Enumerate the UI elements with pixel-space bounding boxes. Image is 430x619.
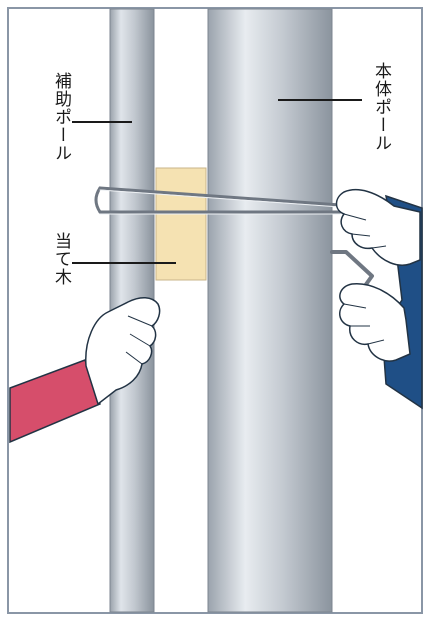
label-main-pole: 本体ポール — [371, 62, 391, 152]
wire-loop-icon — [94, 186, 342, 215]
hex-wrench-icon — [330, 250, 374, 292]
gloved-hand-icon — [339, 283, 411, 362]
spacer-block — [155, 167, 207, 281]
label-spacer-block: 当て木 — [51, 232, 71, 286]
label-auxiliary-pole: 補助ポール — [51, 72, 71, 162]
main-pole — [207, 8, 333, 613]
gloved-hand-icon — [335, 188, 421, 266]
left-sleeve — [9, 359, 101, 444]
